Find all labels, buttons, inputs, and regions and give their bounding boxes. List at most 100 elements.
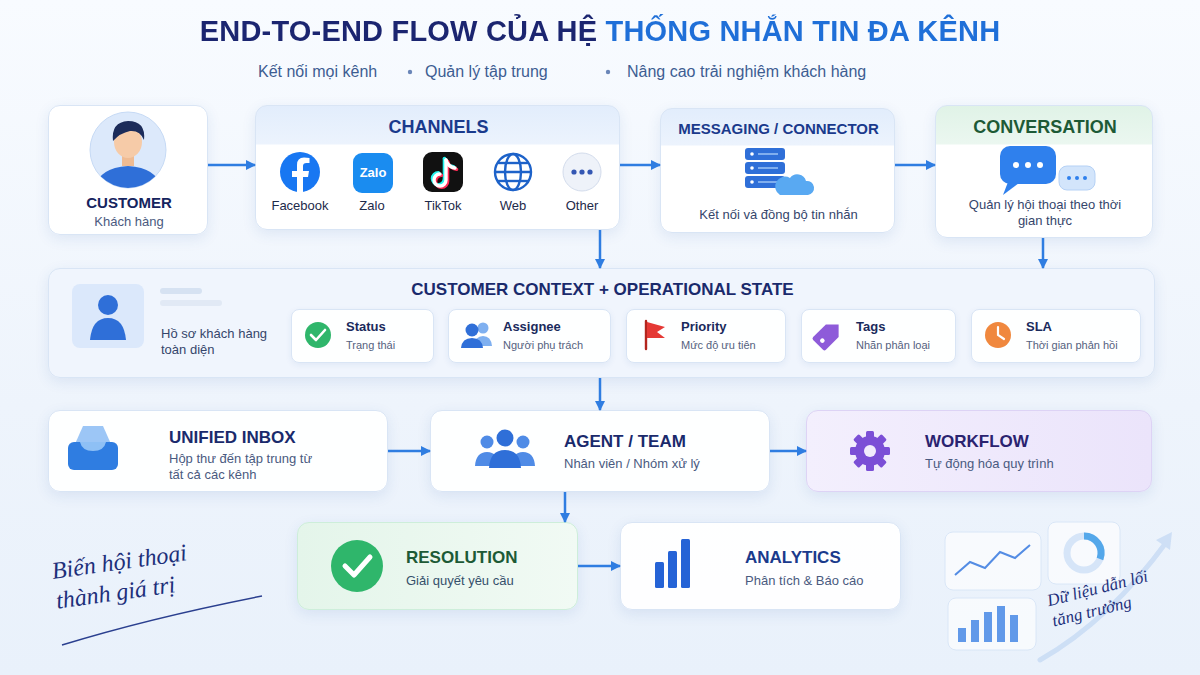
tiktok-icon bbox=[432, 159, 453, 185]
server-cloud-icon bbox=[745, 176, 785, 188]
growth-illustration bbox=[1010, 615, 1018, 642]
node-body: Tự động hóa quy trình bbox=[925, 456, 1135, 472]
server-cloud-icon bbox=[775, 174, 814, 195]
customer-avatar bbox=[122, 152, 134, 166]
growth-illustration bbox=[948, 598, 1036, 650]
workflow-gear-icon bbox=[875, 434, 887, 446]
chat-bubbles-icon bbox=[1000, 146, 1095, 195]
resolution-check-icon bbox=[331, 540, 383, 592]
customer-avatar bbox=[113, 121, 144, 141]
chat-bubbles-icon bbox=[1000, 146, 1056, 184]
inbox-tray-icon bbox=[68, 442, 118, 470]
signature-swoosh bbox=[62, 596, 262, 645]
workflow-gear-icon bbox=[855, 436, 885, 466]
customer-avatar bbox=[114, 126, 142, 158]
server-cloud-icon bbox=[750, 180, 754, 184]
tagline-script: Dữ liệu dẫn lối tăng trưởng bbox=[1045, 559, 1183, 632]
tiktok-icon bbox=[436, 161, 457, 187]
state-card: TagsNhãn phân loại bbox=[801, 309, 956, 363]
state-card: AssigneeNgười phụ trách bbox=[448, 309, 611, 363]
node-body: Hộp thư đến tập trung từ tất cả các kênh bbox=[169, 451, 319, 484]
tiktok-icon bbox=[446, 160, 455, 168]
assignee-people-icon bbox=[461, 323, 492, 349]
profile-card-icon bbox=[160, 300, 222, 306]
team-people-icon bbox=[517, 436, 530, 449]
profile-card-icon bbox=[98, 295, 118, 315]
web-globe-icon bbox=[495, 154, 531, 190]
tiktok-icon bbox=[436, 161, 448, 187]
node-heading: UNIFIED INBOX bbox=[169, 427, 379, 448]
profile-card-icon bbox=[160, 288, 202, 294]
growth-illustration bbox=[955, 545, 1030, 575]
facebook-icon bbox=[280, 152, 320, 192]
profile-card-icon bbox=[72, 284, 222, 348]
workflow-gear-icon bbox=[866, 431, 874, 440]
node-heading: Tags bbox=[856, 319, 955, 335]
flow-arrow bbox=[599, 230, 602, 268]
assignee-people-icon bbox=[474, 336, 492, 346]
title-row: END-TO-END FLOW CỦA HỆ THỐNG NHẮN TIN ĐA… bbox=[0, 14, 1200, 49]
node-body: Nhân viên / Nhóm xử lý bbox=[564, 456, 764, 472]
flow-arrow bbox=[1042, 238, 1045, 268]
growth-illustration bbox=[1156, 532, 1172, 550]
sla-clock-icon bbox=[985, 322, 1011, 348]
assignee-people-icon bbox=[461, 338, 483, 348]
customer-avatar bbox=[94, 166, 162, 192]
subtitle-separator bbox=[606, 70, 610, 74]
workflow-gear-icon bbox=[881, 447, 890, 455]
node-heading: Assignee bbox=[503, 319, 609, 335]
tiktok-icon bbox=[434, 160, 455, 186]
flow-arrow bbox=[564, 492, 567, 522]
team-people-icon bbox=[511, 452, 535, 466]
diagram-title: END-TO-END FLOW CỦA HỆ THỐNG NHẮN TIN ĐA… bbox=[200, 14, 1001, 49]
subtitle-separator bbox=[408, 70, 610, 74]
customer-avatar bbox=[90, 112, 166, 188]
subtitle-separator bbox=[408, 70, 412, 74]
other-channel-icon bbox=[563, 153, 601, 191]
workflow-gear-icon bbox=[853, 434, 865, 446]
tag-icon bbox=[819, 337, 826, 344]
subtitle-item: Quản lý tập trung bbox=[425, 62, 548, 82]
chat-bubbles-icon bbox=[1037, 162, 1043, 168]
node-body: Thời gian phản hồi bbox=[1026, 339, 1140, 353]
growth-illustration bbox=[1067, 536, 1101, 570]
node-body: Mức độ ưu tiên bbox=[681, 339, 785, 353]
state-card: StatusTrạng thái bbox=[291, 309, 434, 363]
workflow-gear-icon bbox=[866, 462, 874, 471]
facebook-icon bbox=[280, 152, 320, 192]
workflow-gear-icon bbox=[853, 456, 865, 468]
flow-arrow bbox=[208, 164, 255, 167]
analytics-bars-icon bbox=[668, 551, 677, 588]
web-globe-icon bbox=[505, 154, 521, 190]
server-cloud-icon bbox=[758, 154, 778, 182]
growth-illustration bbox=[1040, 540, 1168, 660]
node-heading: Zalo bbox=[353, 165, 393, 181]
profile-card-icon bbox=[90, 318, 126, 340]
resolution-box: RESOLUTIONGiải quyết yêu cầu bbox=[297, 522, 578, 610]
server-cloud-icon bbox=[745, 162, 785, 174]
channels-panel: CHANNELS Zalo bbox=[255, 105, 620, 230]
inbox-box: UNIFIED INBOX Hộp thư đến tập trung từ tấ… bbox=[48, 410, 388, 492]
team-people-icon bbox=[481, 436, 494, 449]
workflow-box: WORKFLOW Tự động hóa quy trình bbox=[806, 410, 1152, 492]
team-people-icon bbox=[475, 430, 535, 469]
node-heading: CHANNELS bbox=[256, 116, 621, 139]
team-people-icon bbox=[489, 450, 521, 468]
node-body: Kết nối và đồng bộ tin nhắn bbox=[661, 207, 896, 223]
node-body: Trạng thái bbox=[346, 339, 432, 353]
resolution-check-icon bbox=[331, 540, 383, 592]
web-globe-icon bbox=[498, 162, 528, 164]
state-card: PriorityMức độ ưu tiên bbox=[626, 309, 786, 363]
state-card: SLAThời gian phản hồi bbox=[971, 309, 1141, 363]
node-heading: CUSTOMER CONTEXT + OPERATIONAL STATE bbox=[49, 279, 1156, 300]
other-channel-icon bbox=[563, 153, 601, 191]
facebook-icon bbox=[292, 158, 310, 193]
analytics-bars-icon bbox=[655, 539, 690, 588]
server-cloud-icon bbox=[750, 152, 754, 156]
tiktok-icon bbox=[423, 152, 463, 192]
node-heading: WORKFLOW bbox=[925, 431, 1135, 452]
customer-avatar bbox=[94, 166, 162, 192]
tiktok-icon bbox=[444, 159, 453, 167]
tag-icon bbox=[812, 318, 845, 351]
